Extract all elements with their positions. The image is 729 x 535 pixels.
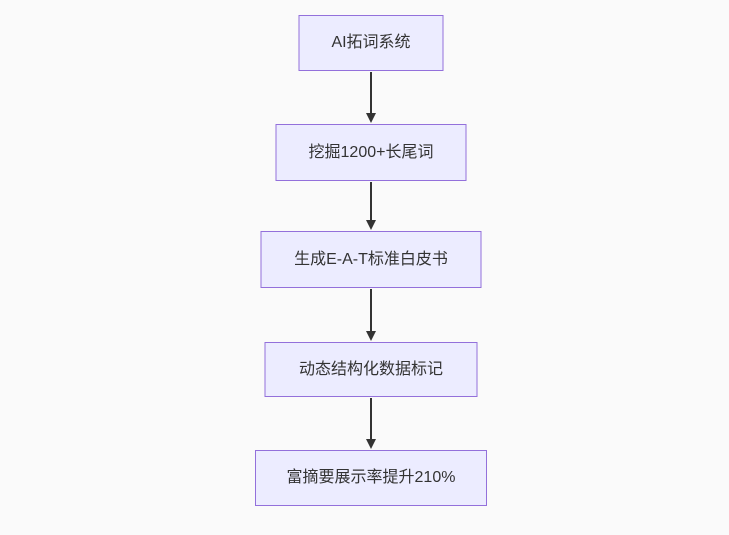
node-label: AI拓词系统 bbox=[331, 34, 411, 51]
flow-node-rich-snippet-rate-increase: 富摘要展示率提升210% bbox=[255, 450, 487, 506]
flow-node-mine-longtail-keywords: 挖掘1200+长尾词 bbox=[275, 124, 467, 181]
node-label: 动态结构化数据标记 bbox=[298, 360, 443, 378]
node-label: 生成E-A-T标准白皮书 bbox=[294, 250, 448, 268]
flow-node-generate-eat-whitepaper: 生成E-A-T标准白皮书 bbox=[260, 231, 482, 288]
node-label: 富摘要展示率提升210% bbox=[286, 469, 456, 486]
node-label: 挖掘1200+长尾词 bbox=[308, 143, 434, 161]
flow-node-ai-word-expansion-system: AI拓词系统 bbox=[298, 15, 444, 71]
flow-node-dynamic-structured-data-markup: 动态结构化数据标记 bbox=[264, 342, 478, 397]
